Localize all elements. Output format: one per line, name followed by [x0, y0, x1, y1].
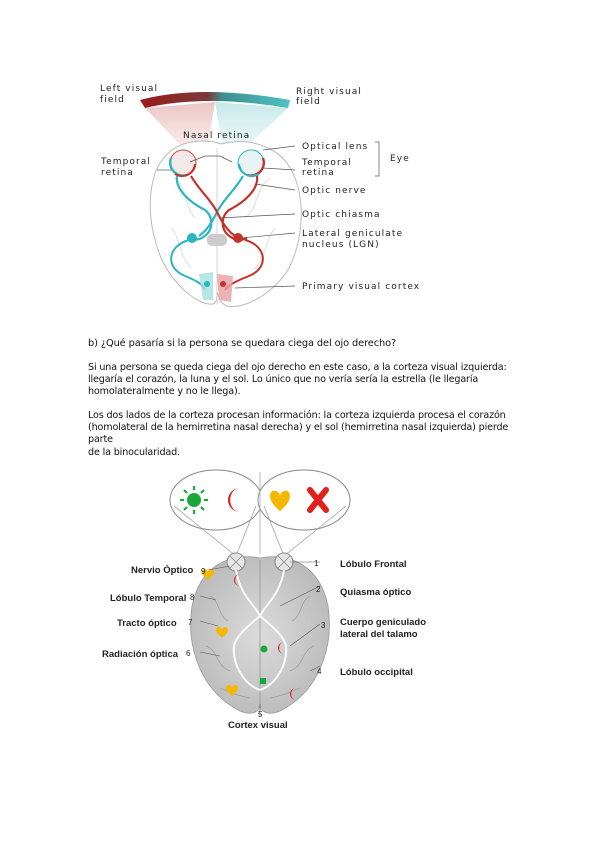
heart-small-1: [202, 569, 214, 580]
left-field-cone: [145, 102, 215, 150]
moon-small-1: [234, 574, 240, 586]
visual-field-arc: [140, 92, 290, 108]
heart-icon: [270, 490, 290, 512]
label-quiasma-optico: Quiasma óptico: [340, 587, 412, 598]
label-temporal-retina-left: Temporal: [101, 157, 152, 167]
label-lobulo-temporal: Lóbulo Temporal: [110, 593, 187, 604]
label-left-visual-field: Left visual: [100, 84, 159, 94]
label-temporal-retina-right: Temporal: [302, 158, 353, 168]
label-optic-nerve: Optic nerve: [302, 186, 367, 196]
label-nervio-optico: Nervio Óptico: [131, 565, 194, 576]
sun-small-2: [260, 678, 266, 684]
right-visual-bubble: [257, 469, 351, 531]
cross-icon: [307, 487, 329, 513]
num-4: 4: [317, 667, 322, 676]
sun-small-1: [260, 645, 268, 653]
cortex-right: [217, 274, 233, 302]
label-optic-chiasma: Optic chiasma: [302, 210, 381, 220]
moon-icon: [228, 488, 240, 512]
num-9: 9: [201, 567, 206, 576]
label-lateral-talamo: lateral del talamo: [340, 629, 418, 640]
label-temporal-retina-right-2: retina: [302, 168, 335, 178]
right-field-cone: [215, 102, 288, 150]
label-cortex-visual: Cortex visual: [228, 720, 288, 731]
num-6: 6: [186, 649, 191, 658]
label-nasal-retina: Nasal retina: [183, 131, 251, 141]
heart-small-2: [216, 627, 228, 638]
label-optical-lens: Optical lens: [302, 142, 369, 152]
lgn-right: [233, 233, 243, 243]
num-8: 8: [190, 593, 195, 602]
label-lgn-2: nucleus (LGN): [302, 240, 380, 250]
visual-pathway-diagram: [140, 92, 380, 308]
moon-small-3: [290, 688, 296, 700]
paragraph-2: Los dos lados de la corteza procesan inf…: [88, 410, 509, 458]
label-left-visual-field-2: field: [100, 95, 125, 105]
label-radiacion-optica: Radiación óptica: [102, 649, 179, 660]
label-tracto-optico: Tracto óptico: [117, 618, 177, 629]
label-right-visual-field: Right visual: [296, 87, 362, 97]
num-1: 1: [314, 559, 319, 568]
label-right-visual-field-2: field: [296, 97, 321, 107]
sun-icon: [180, 486, 208, 514]
moon-small-2: [278, 642, 284, 654]
label-cuerpo-geniculado: Cuerpo geniculado: [340, 617, 427, 628]
num-5: 5: [258, 710, 263, 719]
label-lobulo-occipital: Lóbulo occipital: [340, 667, 413, 678]
question-b: b) ¿Qué pasaría si la persona se quedara…: [88, 338, 397, 349]
label-lgn: Lateral geniculate: [302, 229, 404, 239]
num-7: 7: [188, 618, 193, 627]
lgn-left: [187, 233, 197, 243]
num-3: 3: [321, 621, 326, 630]
heart-small-3: [226, 685, 238, 696]
label-eye: Eye: [390, 154, 410, 164]
label-temporal-retina-left-2: retina: [101, 168, 134, 178]
num-2: 2: [316, 585, 321, 594]
paragraph-1: Si una persona se queda ciega del ojo de…: [88, 362, 507, 398]
brain-symbols-diagram: [169, 469, 351, 716]
label-primary-visual-cortex: Primary visual cortex: [302, 282, 421, 292]
label-lobulo-frontal: Lóbulo Frontal: [340, 559, 407, 570]
